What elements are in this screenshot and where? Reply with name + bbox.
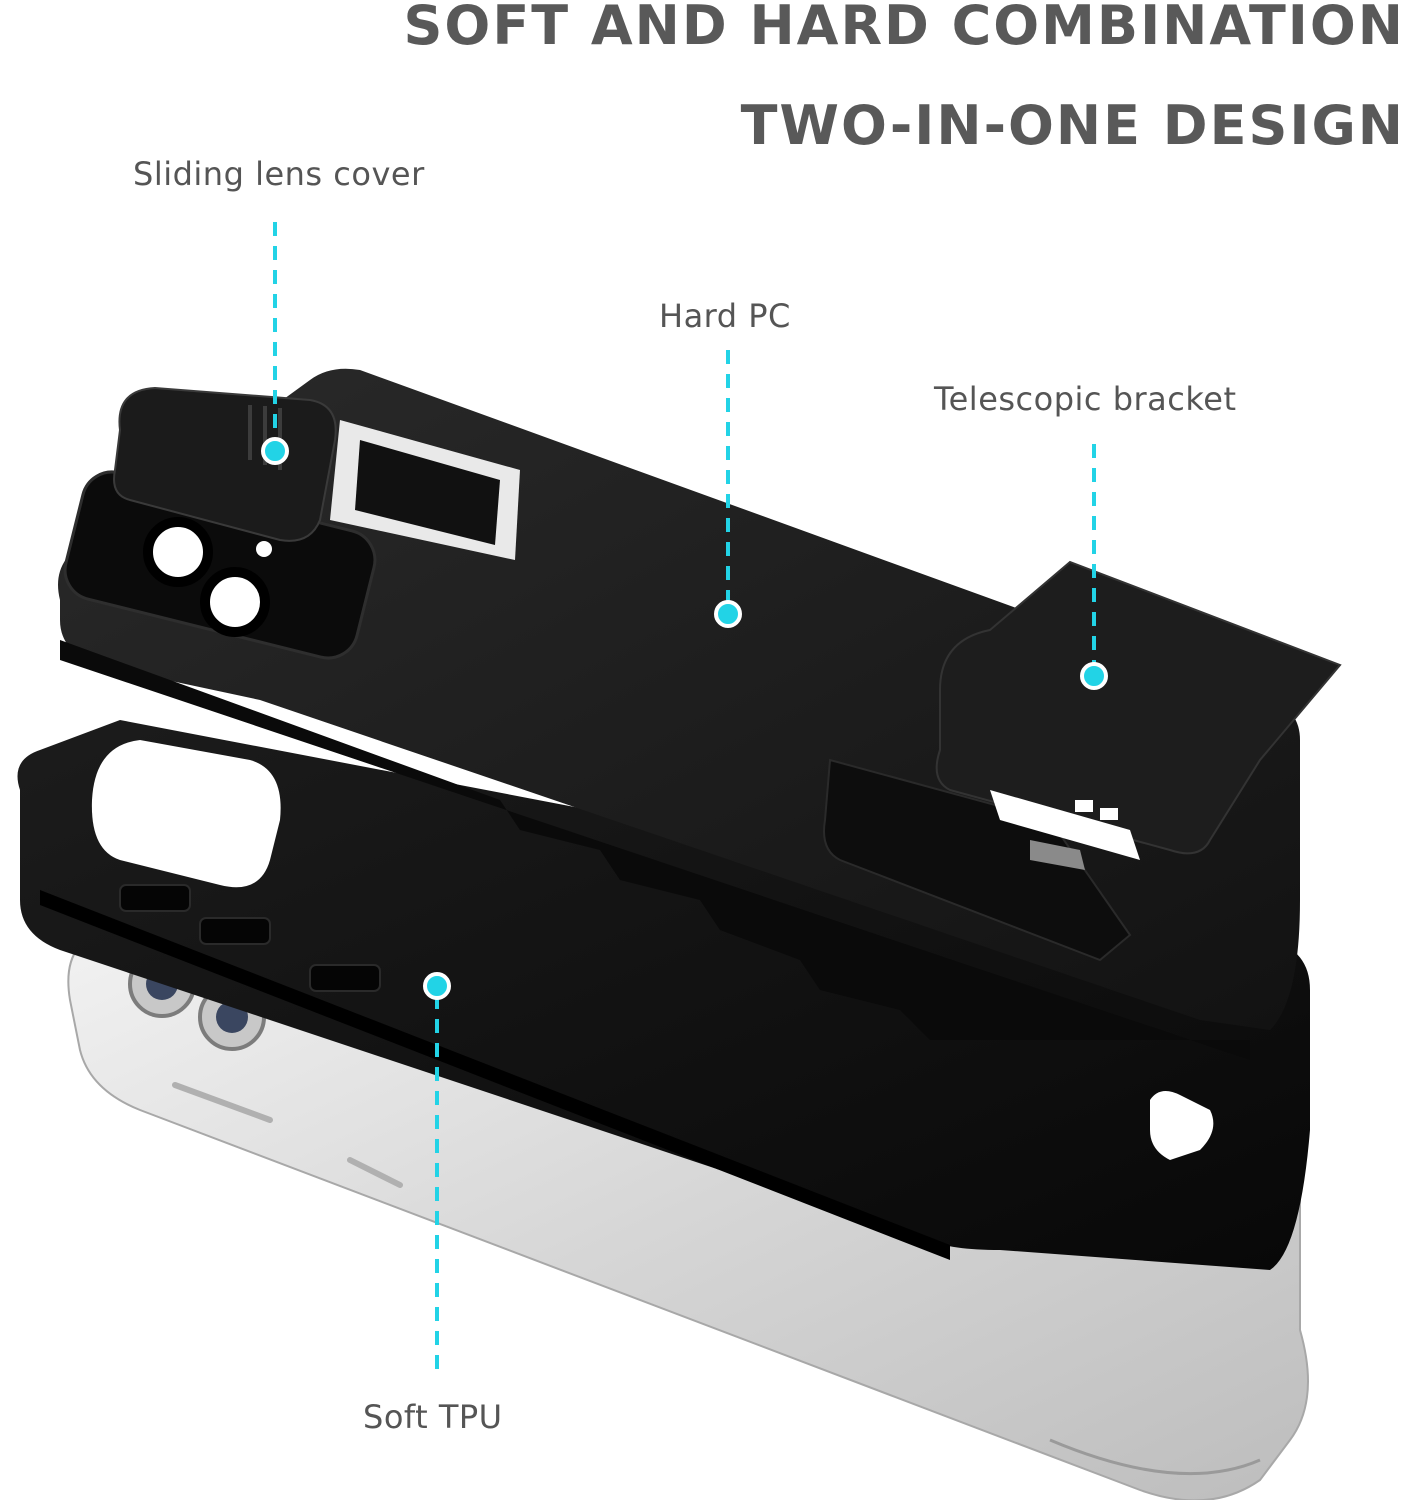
- headline-line-1: SOFT AND HARD COMBINATION: [403, 0, 1405, 57]
- callout-hard-pc: Hard PC: [659, 297, 791, 335]
- callout-leaders: [273, 222, 1096, 1370]
- dot-soft-tpu: [423, 972, 451, 1000]
- soft-tpu-case: [17, 720, 1310, 1270]
- callout-telescopic-bracket: Telescopic bracket: [934, 380, 1237, 418]
- callout-soft-tpu: Soft TPU: [363, 1398, 503, 1436]
- headline-line-2: TWO-IN-ONE DESIGN: [740, 94, 1405, 157]
- dot-hard-pc: [714, 600, 742, 628]
- sliding-lens-cover: [113, 386, 337, 542]
- callout-dots: [261, 437, 1108, 1000]
- callout-lens-cover: Sliding lens cover: [133, 155, 425, 193]
- telescopic-bracket: [823, 560, 1342, 962]
- dot-lens-cover: [261, 437, 289, 465]
- dot-bracket: [1080, 662, 1108, 690]
